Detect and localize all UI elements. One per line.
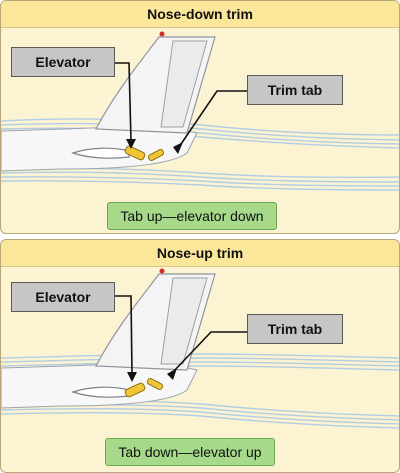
trim-tab-arrowhead: [167, 368, 177, 380]
trim-tab-surface: [147, 148, 165, 162]
beacon-light: [159, 31, 165, 37]
nose-down-trim-panel: Nose-down trim Elevator Trim tab Tab up—…: [0, 0, 400, 234]
trim-tab-arrowhead: [173, 142, 183, 154]
panel-title: Nose-down trim: [1, 1, 399, 28]
nose-up-tail-illustration: [1, 268, 399, 429]
fuselage: [1, 361, 198, 409]
trim-tab-label: Trim tab: [247, 314, 343, 344]
elevator-surface: [124, 145, 146, 161]
rudder-outline: [160, 277, 208, 365]
elevator-surface: [124, 382, 146, 398]
beacon-light: [159, 268, 165, 274]
nose-up-trim-panel: Nose-up trim Elevator Trim tab Tab down—…: [0, 239, 400, 473]
trim-tab-surface: [146, 377, 164, 391]
trim-tab-label: Trim tab: [247, 75, 343, 105]
elevator-label: Elevator: [11, 47, 115, 77]
caption: Tab up—elevator down: [107, 202, 277, 230]
elevator-arrowhead: [126, 139, 136, 149]
panel-title: Nose-up trim: [1, 240, 399, 267]
leader-lines: [115, 62, 247, 148]
nose-down-tail-illustration: [1, 31, 399, 191]
rudder-outline: [160, 40, 208, 128]
caption: Tab down—elevator up: [105, 438, 275, 466]
elevator-arrowhead: [127, 372, 137, 382]
leader-lines: [115, 295, 247, 375]
elevator-label: Elevator: [11, 282, 115, 312]
